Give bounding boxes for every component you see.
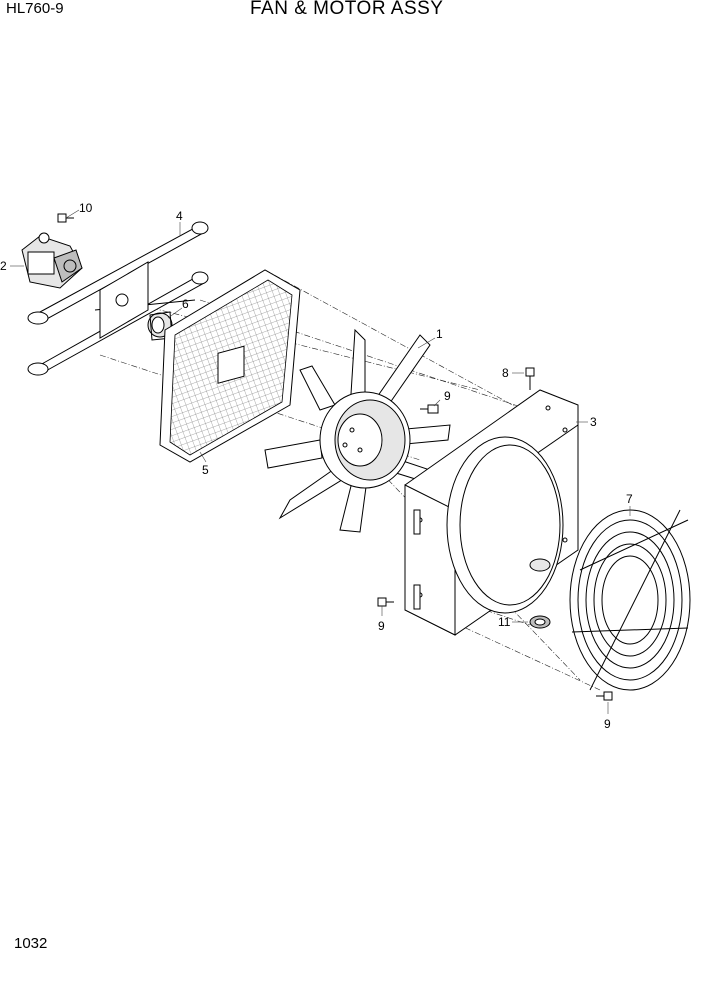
page-title: FAN & MOTOR ASSY — [250, 0, 444, 19]
fan-shroud — [404, 389, 579, 636]
fan-motor — [21, 232, 83, 289]
callout-5: 5 — [202, 463, 209, 477]
bolt-lower-left — [377, 597, 394, 607]
fan-assembly — [264, 328, 451, 533]
callout-9-lower-left: 9 — [378, 619, 385, 633]
callout-2: 2 — [0, 259, 7, 273]
page-number: 1032 — [14, 935, 48, 952]
callout-4: 4 — [176, 209, 183, 223]
grommet — [529, 615, 551, 629]
mounting-bracket — [99, 261, 149, 339]
shroud-top-bolt — [525, 367, 535, 390]
leader-lines — [10, 209, 631, 714]
bolt-upper — [420, 404, 439, 414]
mesh-screen-panel — [159, 269, 301, 463]
callout-10: 10 — [79, 201, 93, 215]
callout-3: 3 — [590, 415, 597, 429]
callout-8: 8 — [502, 366, 509, 380]
fan-guard — [569, 509, 691, 691]
callout-9-lower-right: 9 — [604, 717, 611, 731]
callout-9-upper: 9 — [444, 389, 451, 403]
callout-6: 6 — [182, 297, 189, 311]
model-code: HL760-9 — [6, 0, 64, 17]
bolt-lower-right — [596, 691, 613, 701]
callout-11: 11 — [498, 615, 511, 629]
callout-7: 7 — [626, 492, 633, 506]
callout-1: 1 — [436, 327, 443, 341]
